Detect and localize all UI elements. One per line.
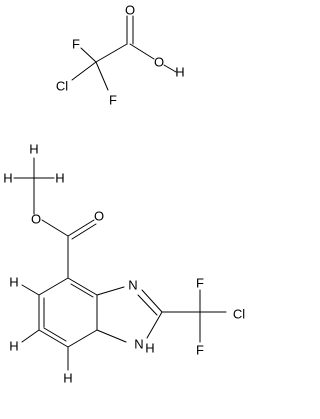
bond: [38, 277, 69, 296]
bond: [96, 286, 125, 296]
bond: [146, 311, 163, 339]
bond: [141, 289, 163, 313]
structure-canvas: O O H F F Cl: [3, 3, 245, 386]
tfa-hydroxyl-hydrogen: H: [175, 65, 184, 80]
bond: [67, 277, 98, 296]
bond: [43, 327, 67, 342]
bond: [137, 294, 158, 316]
tfa-chlorine: Cl: [56, 79, 68, 94]
ester-single-oxygen: O: [31, 212, 41, 227]
methyl-hydrogen-2: H: [3, 171, 12, 186]
aromatic-hydrogen-3: H: [63, 371, 72, 386]
bond: [71, 61, 97, 81]
bond: [95, 43, 128, 63]
bond: [67, 329, 98, 348]
atom-labels: H H H O O N N H F F Cl H H H: [3, 142, 245, 386]
bond: [95, 61, 109, 91]
bond: [129, 43, 155, 60]
bond: [38, 329, 69, 348]
bond: [71, 223, 97, 240]
chlorodifluoroacetic-acid: O O H F F Cl: [56, 3, 185, 108]
tfa-fluorine-1: F: [72, 37, 80, 52]
tfa-hydroxyl-oxygen: O: [154, 55, 164, 70]
cf2cl-fluorine-2: F: [196, 343, 204, 358]
bond: [67, 219, 95, 237]
bond: [21, 329, 40, 343]
benzimidazole-methyl-ester: H H H O O N N H F F Cl H H H: [3, 142, 245, 386]
chemical-structure-diagram: O O H F F Cl: [3, 3, 245, 386]
tfa-fluorine-2: F: [109, 93, 117, 108]
imidazole-imine-nitrogen: N: [128, 278, 137, 293]
atom-labels: O O H F F Cl: [56, 3, 185, 108]
methyl-hydrogen-3: H: [55, 171, 64, 186]
bonds: [71, 15, 177, 91]
cf2cl-fluorine-1: F: [196, 276, 204, 291]
bond: [96, 329, 127, 343]
methyl-hydrogen-1: H: [29, 142, 38, 157]
aromatic-hydrogen-2: H: [9, 339, 18, 354]
bond: [21, 284, 40, 296]
imidazole-amine-nitrogen: N: [134, 337, 143, 352]
bond: [41, 219, 69, 237]
tfa-carbonyl-oxygen: O: [125, 3, 135, 18]
imidazole-nh-hydrogen: H: [145, 341, 154, 356]
bonds: [13, 157, 227, 371]
aromatic-hydrogen-1: H: [9, 275, 18, 290]
bond: [163, 64, 177, 73]
bond: [80, 47, 97, 63]
bond: [70, 283, 94, 298]
ester-carbonyl-oxygen: O: [94, 209, 104, 224]
cf2cl-chlorine: Cl: [233, 307, 245, 322]
